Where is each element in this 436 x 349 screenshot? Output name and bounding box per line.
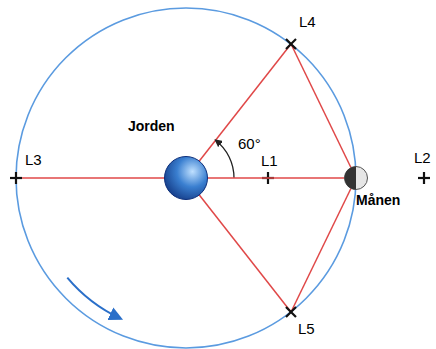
moon-shape	[344, 166, 368, 190]
lagrange-point-label: L3	[25, 152, 42, 168]
triangle-lines	[16, 44, 356, 312]
moon-orbit	[16, 8, 356, 348]
earth-shape	[164, 156, 208, 200]
lagrange-point-label: L4	[299, 14, 316, 30]
moon-body: Månen	[344, 166, 368, 190]
angle-arrow	[216, 140, 234, 178]
earth-moon-line	[208, 177, 344, 179]
orbit-direction-arrow	[67, 278, 120, 319]
body-name: Jorden	[128, 118, 175, 134]
moon-disc	[345, 167, 368, 190]
earth-disc	[165, 157, 208, 200]
angle-label: 60°	[238, 136, 261, 152]
earth-body: Jorden	[164, 156, 208, 200]
lagrange-markers	[10, 39, 430, 317]
lagrange-point-label: L2	[414, 150, 431, 166]
body-name: Månen	[356, 192, 400, 208]
lagrange-point-label: L5	[298, 321, 315, 337]
lagrange-point-label: L1	[261, 153, 278, 169]
moon-shadow	[345, 167, 357, 190]
